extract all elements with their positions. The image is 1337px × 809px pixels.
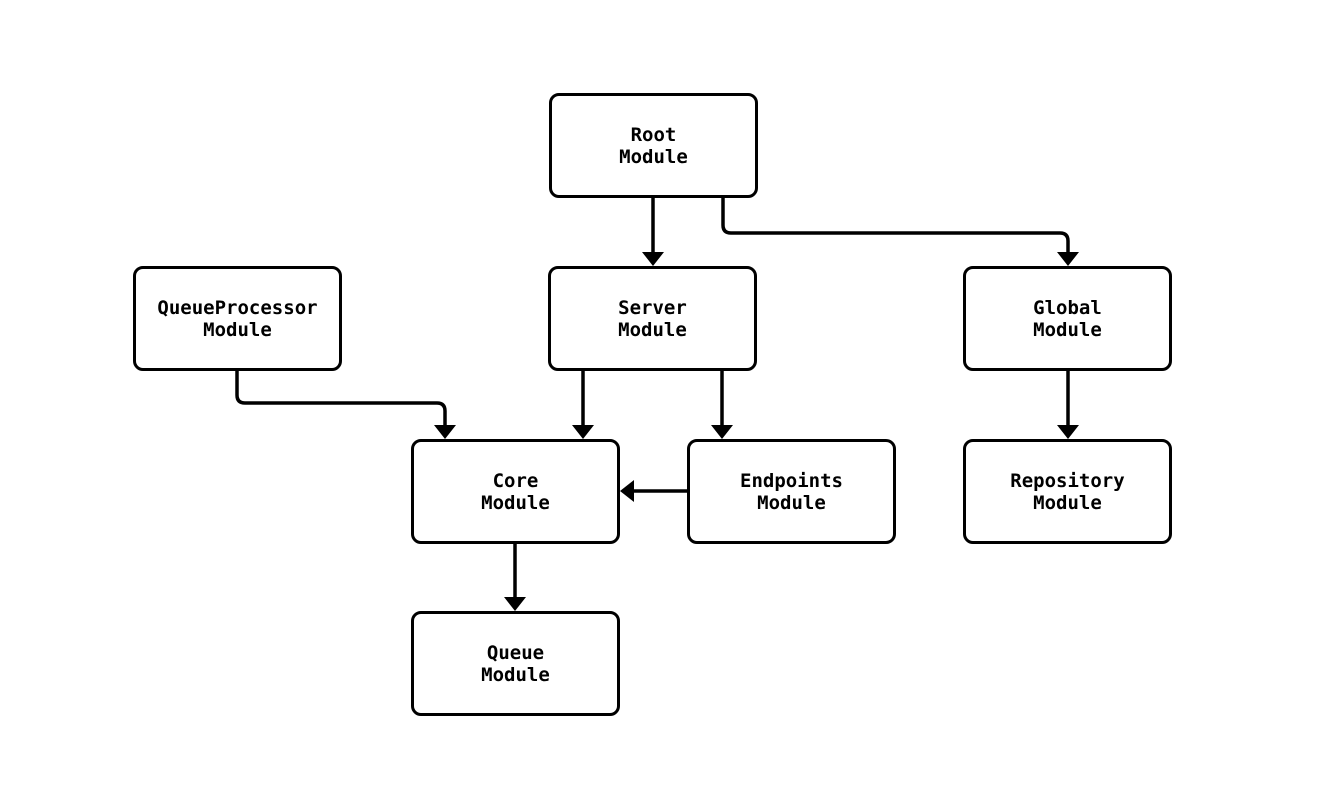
edge-global-to-repository (1057, 371, 1079, 439)
node-label-line1: Server (618, 296, 687, 319)
arrowhead-down-icon (504, 597, 526, 611)
node-label-line2: Module (618, 318, 687, 341)
arrowhead-down-icon (434, 425, 456, 439)
node-queue-module: Queue Module (411, 611, 620, 716)
arrowhead-left-icon (620, 480, 634, 502)
node-core-module: Core Module (411, 439, 620, 544)
node-label-line2: Module (1033, 491, 1102, 514)
arrowhead-down-icon (572, 425, 594, 439)
node-label-line2: Module (481, 491, 550, 514)
node-repository-module: Repository Module (963, 439, 1172, 544)
node-label-line1: Endpoints (740, 469, 843, 492)
edge-endpoints-to-core (620, 480, 687, 502)
node-label-line1: Core (492, 469, 539, 492)
edge-line (721, 198, 1070, 253)
node-label-line1: Queue (486, 641, 545, 664)
edge-server-to-core (572, 371, 594, 439)
node-label-line2: Module (1033, 318, 1102, 341)
edge-queueprocessor-to-core (235, 371, 456, 439)
node-label-line1: Global (1033, 296, 1102, 319)
node-label-line1: Repository (1010, 469, 1125, 492)
edge-server-to-endpoints (711, 371, 733, 439)
node-root-module: Root Module (549, 93, 758, 198)
node-endpoints-module: Endpoints Module (687, 439, 896, 544)
node-queueprocessor-module: QueueProcessor Module (133, 266, 342, 371)
edge-root-to-global (721, 198, 1079, 266)
node-global-module: Global Module (963, 266, 1172, 371)
arrowhead-down-icon (711, 425, 733, 439)
arrowhead-down-icon (1057, 425, 1079, 439)
edge-core-to-queue (504, 544, 526, 611)
node-label-line2: Module (481, 663, 550, 686)
arrowhead-down-icon (642, 252, 664, 266)
edge-line (235, 371, 447, 426)
node-label-line2: Module (757, 491, 826, 514)
node-label-line1: Root (630, 123, 677, 146)
node-label-line2: Module (203, 318, 272, 341)
node-label-line2: Module (619, 145, 688, 168)
node-server-module: Server Module (548, 266, 757, 371)
arrowhead-down-icon (1057, 252, 1079, 266)
edge-root-to-server (642, 198, 664, 266)
node-label-line1: QueueProcessor (157, 296, 318, 319)
